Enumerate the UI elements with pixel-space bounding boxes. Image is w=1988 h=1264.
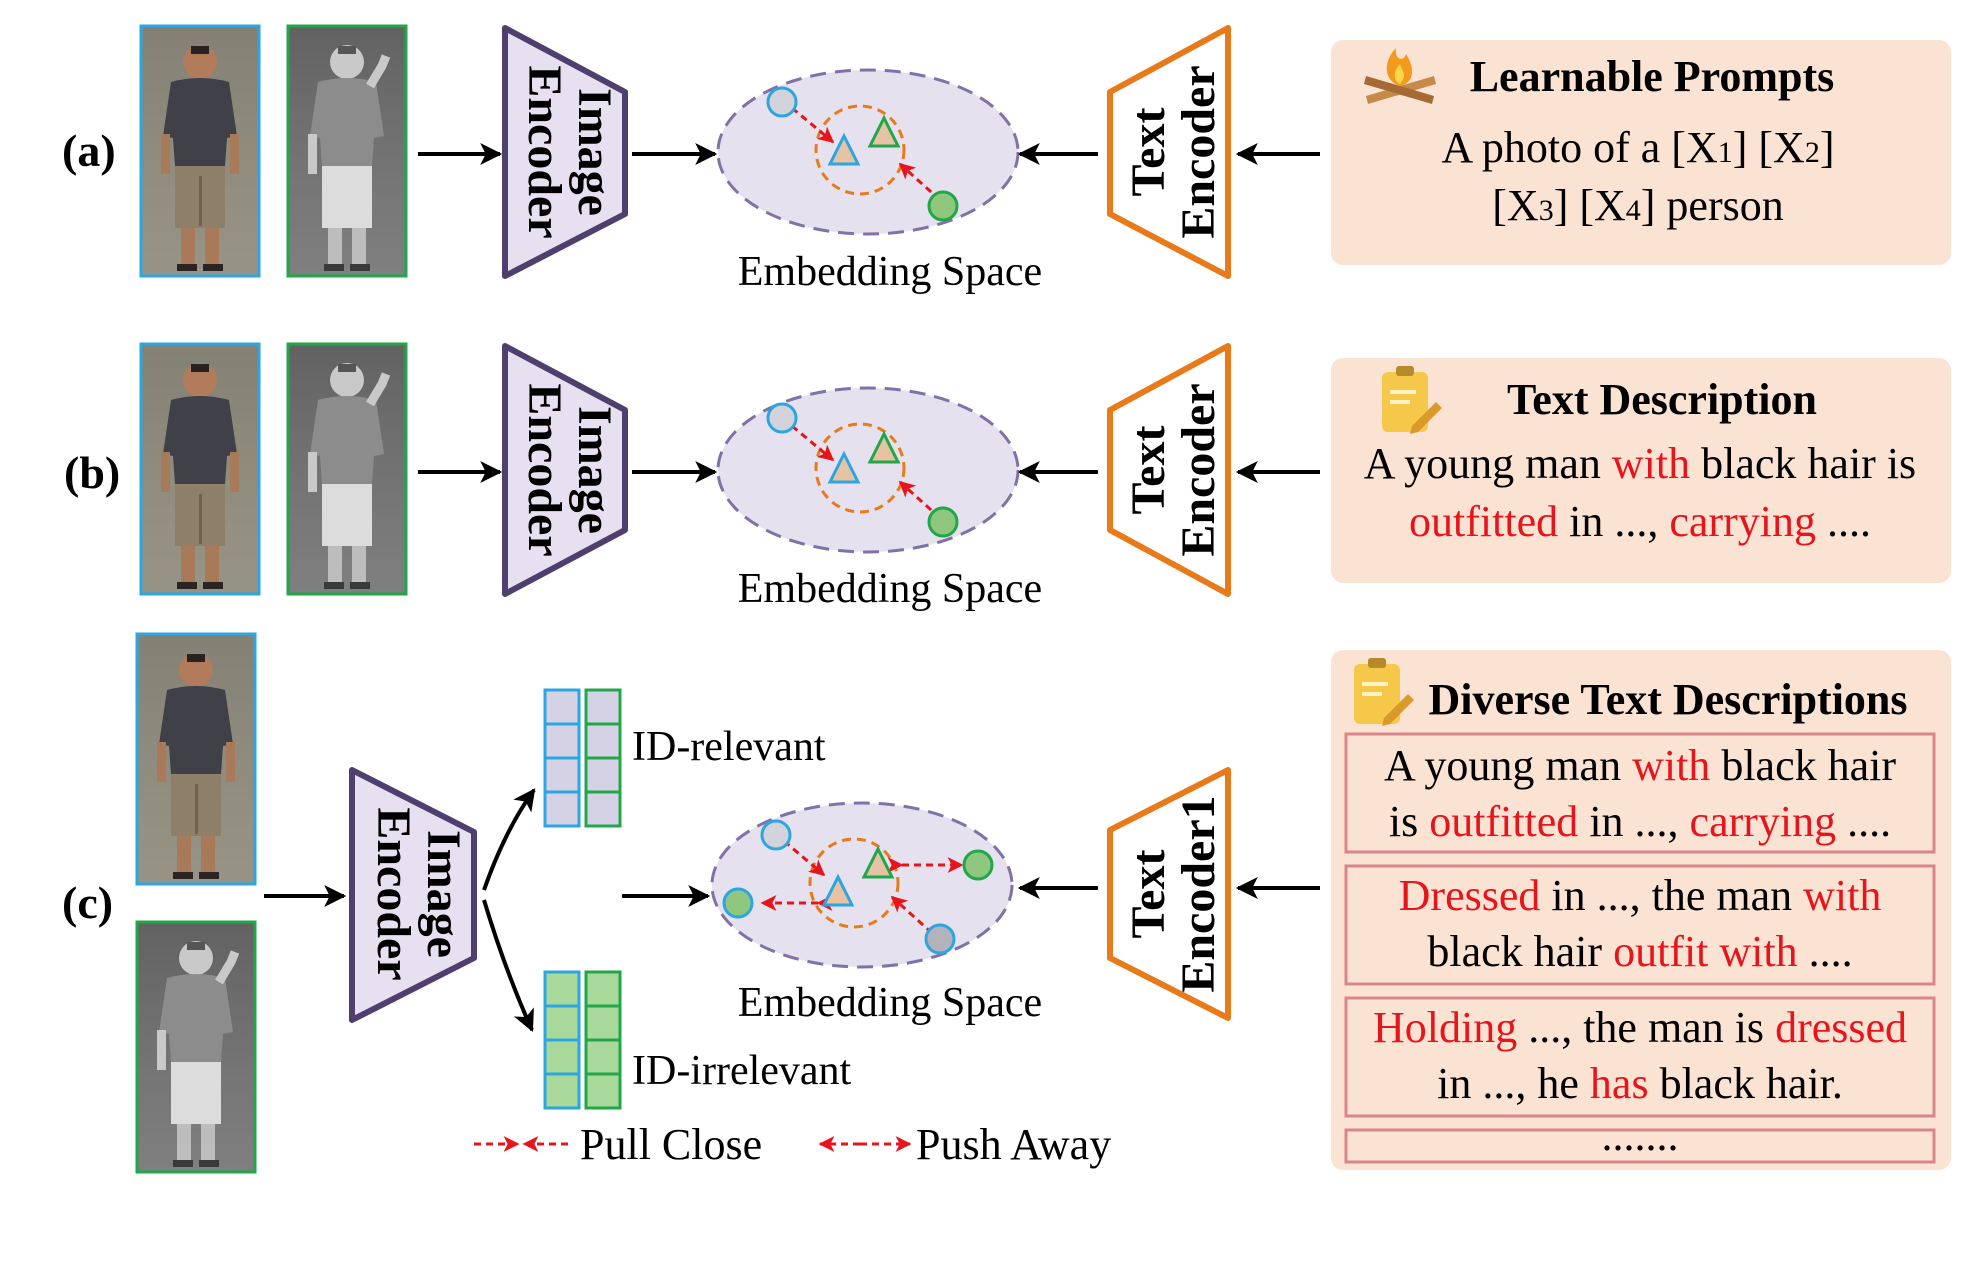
- image-encoder-a: Image Encoder: [502, 25, 628, 279]
- box3-line-1: Holding ..., the man is dressed: [1373, 1003, 1907, 1052]
- image-encoder-label-1: Image: [568, 406, 621, 534]
- row-label-b: (b): [64, 447, 120, 498]
- image-encoder-label-2: Encoder: [367, 807, 420, 980]
- description-box-4: [1344, 1128, 1936, 1164]
- box2-line-1: Dressed in ..., the man with: [1399, 871, 1882, 920]
- image-encoder-label-1: Image: [568, 88, 621, 216]
- text-encoder1-label-2: Encoder1: [1172, 795, 1225, 992]
- text-encoder-label-2: Encoder: [1172, 383, 1225, 556]
- id-irrelevant-label: ID-irrelevant: [632, 1048, 852, 1094]
- image-encoder-label-2: Encoder: [518, 65, 571, 238]
- campfire-icon: [1364, 48, 1436, 104]
- image-encoder-b: Image Encoder: [502, 343, 628, 597]
- text-encoder-a: Text Encoder: [1107, 25, 1231, 279]
- box3-line-2: in ..., he has black hair.: [1437, 1059, 1843, 1108]
- rgb-image-a: [139, 24, 261, 278]
- description-line-1: A young man with black hair is: [1364, 439, 1916, 488]
- text-encoder-label-1: Text: [1122, 108, 1175, 197]
- image-encoder-label-1: Image: [417, 830, 470, 958]
- prompt-panel-a: Learnable Prompts A photo of a [X1] [X2]…: [1331, 40, 1951, 265]
- row-b: (b) Image Encoder Embedding Spac: [64, 344, 1951, 612]
- ir-image-c: [137, 922, 255, 1172]
- description-line-2: outfitted in ..., carrying ....: [1409, 497, 1871, 546]
- legend: Pull Close Push Away: [474, 1120, 1111, 1169]
- description-panel-b: Text Description A young man with black …: [1331, 358, 1951, 583]
- description-box-2: [1344, 864, 1936, 986]
- id-relevant-features: [543, 688, 622, 828]
- prompt-line-2: [X3] [X4] person: [1492, 181, 1784, 230]
- row-label-a: (a): [62, 125, 116, 176]
- clipboard-pencil-icon: [1382, 366, 1442, 434]
- row-label-c: (c): [62, 877, 113, 928]
- description-box-1: [1344, 732, 1936, 854]
- text-encoder-label-2: Encoder: [1172, 65, 1225, 238]
- clipboard-pencil-icon: [1354, 658, 1414, 726]
- arrow-to-id-irrelevant: [482, 899, 534, 1033]
- push-away-label: Push Away: [916, 1120, 1111, 1169]
- rgb-image-c: [135, 632, 257, 886]
- box1-line-1: A young man with black hair: [1384, 741, 1896, 790]
- id-irrelevant-features: [543, 970, 622, 1110]
- ir-image-a: [288, 26, 406, 276]
- embedding-space-a: [716, 68, 1020, 236]
- text-encoder-label-1: Text: [1122, 426, 1175, 515]
- ir-image-b: [288, 344, 406, 594]
- text-encoder1-label-1: Text: [1122, 850, 1175, 939]
- image-encoder-c: Image Encoder: [349, 767, 477, 1023]
- description-title: Text Description: [1507, 375, 1817, 424]
- prompt-line-1: A photo of a [X1] [X2]: [1442, 123, 1835, 172]
- row-c: (c) Image Encoder: [62, 632, 1951, 1172]
- embedding-space-label-b: Embedding Space: [738, 566, 1042, 612]
- descriptions-panel-c: Diverse Text Descriptions A young man wi…: [1331, 650, 1951, 1170]
- descriptions-title: Diverse Text Descriptions: [1428, 675, 1907, 724]
- embedding-space-c: [710, 801, 1014, 969]
- text-encoder-c: Text Encoder1: [1107, 767, 1231, 1021]
- description-box-3: [1344, 996, 1936, 1118]
- box1-line-2: is outfitted in ..., carrying ....: [1389, 797, 1891, 846]
- text-encoder-b: Text Encoder: [1107, 343, 1231, 597]
- arrow-to-id-relevant: [482, 788, 536, 891]
- embedding-space-b: [716, 386, 1020, 554]
- row-a: (a) Image Encoder Embedding Spac: [62, 26, 1951, 295]
- box4-ellipsis: .......: [1602, 1111, 1679, 1160]
- rgb-image-b: [139, 342, 261, 596]
- pull-close-label: Pull Close: [580, 1120, 762, 1169]
- prompt-title: Learnable Prompts: [1470, 52, 1835, 101]
- image-encoder-label-2: Encoder: [518, 383, 571, 556]
- embedding-space-label-c: Embedding Space: [738, 980, 1042, 1026]
- embedding-space-label-a: Embedding Space: [738, 249, 1042, 295]
- box2-line-2: black hair outfit with ....: [1427, 927, 1852, 976]
- id-relevant-label: ID-relevant: [632, 724, 826, 770]
